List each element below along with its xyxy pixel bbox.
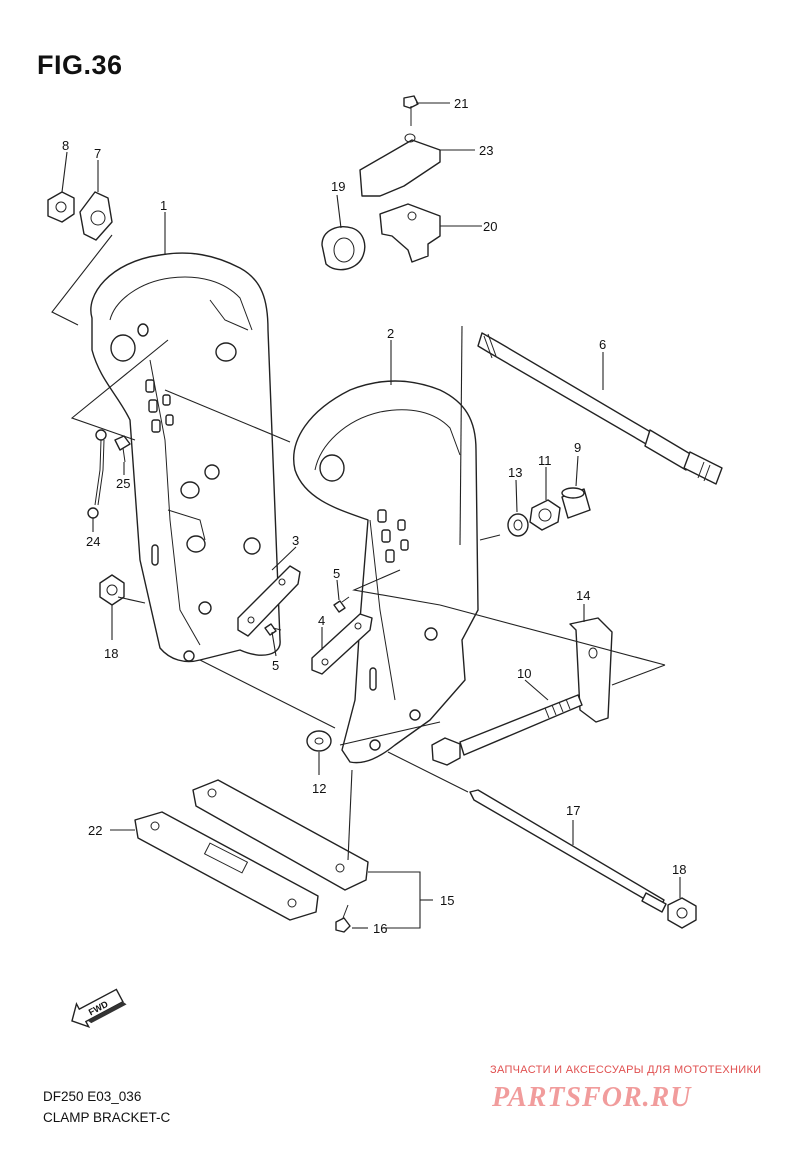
- callout-23: 23: [479, 143, 493, 158]
- shaft-17: [469, 789, 667, 913]
- callout-12: 12: [312, 781, 326, 796]
- figure-caption: CLAMP BRACKET-C: [43, 1110, 171, 1125]
- bolt-10: [431, 694, 583, 766]
- callout-2: 2: [387, 326, 394, 341]
- figure-title: FIG.36: [37, 50, 123, 80]
- leader-lines: [51, 102, 681, 929]
- callout-13: 13: [508, 465, 522, 480]
- callout-1: 1: [160, 198, 167, 213]
- tilt-tube-6: [477, 332, 723, 485]
- callout-17: 17: [566, 803, 580, 818]
- model-code: DF250 E03_036: [43, 1089, 142, 1104]
- callout-4: 4: [318, 613, 325, 628]
- callout-18b: 18: [672, 862, 686, 877]
- callout-3: 3: [292, 533, 299, 548]
- nut-8: [47, 191, 75, 223]
- fwd-arrow-icon: FWD: [71, 988, 127, 1029]
- nut-11: [529, 499, 561, 531]
- callout-20: 20: [483, 219, 497, 234]
- grommet-19: [321, 226, 366, 271]
- screw-25: [114, 435, 131, 463]
- callout-18a: 18: [104, 646, 118, 661]
- ground-wire-24: [87, 429, 107, 519]
- callout-15: 15: [440, 893, 454, 908]
- clamp-bracket-left: [90, 252, 281, 663]
- nut-18b: [667, 897, 697, 929]
- bolt-21: [403, 95, 419, 126]
- bolt-5b: [264, 623, 282, 636]
- bolt-5a: [333, 596, 350, 613]
- callout-16: 16: [373, 921, 387, 936]
- anode-22: [134, 811, 319, 921]
- callout-21: 21: [454, 96, 468, 111]
- callout-7: 7: [94, 146, 101, 161]
- anode-15: [192, 779, 369, 891]
- bushing-9: [561, 487, 591, 519]
- callout-9: 9: [574, 440, 581, 455]
- washer-7: [79, 191, 113, 241]
- callout-10: 10: [517, 666, 531, 681]
- bracket-20: [379, 203, 441, 263]
- callout-14: 14: [576, 588, 590, 603]
- callout-25: 25: [116, 476, 130, 491]
- bolt-16: [335, 904, 351, 933]
- callout-5b: 5: [272, 658, 279, 673]
- plate-4: [311, 613, 373, 675]
- callout-labels: 1 2 3 4 5 5 6 7 8 9 10 11 12 13 14 15 16…: [62, 96, 686, 936]
- callout-24: 24: [86, 534, 100, 549]
- callout-8: 8: [62, 138, 69, 153]
- bracket-23: [359, 133, 441, 197]
- callout-22: 22: [88, 823, 102, 838]
- plate-14: [569, 617, 613, 723]
- callout-6: 6: [599, 337, 606, 352]
- callout-11: 11: [538, 453, 552, 468]
- watermark-logo: PARTSFOR.RU: [492, 1082, 692, 1113]
- washer-12: [306, 730, 332, 752]
- callout-5a: 5: [333, 566, 340, 581]
- washer-13: [507, 513, 529, 537]
- watermark-subtitle: ЗАПЧАСТИ И АКСЕССУАРЫ ДЛЯ МОТОТЕХНИКИ: [490, 1064, 762, 1076]
- plate-3: [237, 565, 301, 637]
- callout-19: 19: [331, 179, 345, 194]
- clamp-bracket-right: [293, 380, 479, 764]
- nut-18a: [99, 574, 125, 606]
